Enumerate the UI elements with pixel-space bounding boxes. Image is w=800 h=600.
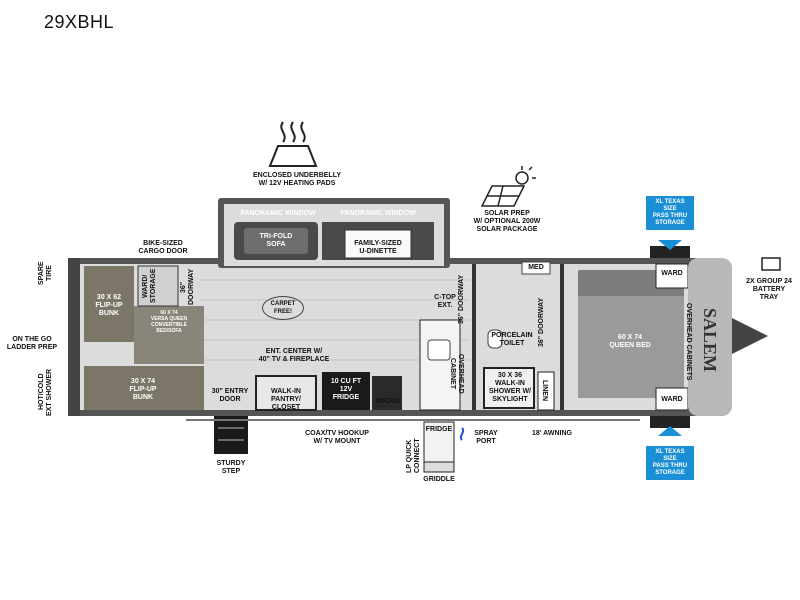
panoramic-window-right: PANORAMIC WINDOW xyxy=(340,210,416,217)
ext-fridge-box xyxy=(423,421,455,463)
carpet-free-badge: CARPET FREE! xyxy=(262,296,304,320)
front-cap xyxy=(688,258,732,416)
battery-label: 2X GROUP 24 BATTERY TRAY xyxy=(746,278,792,301)
ward-top-label: WARD xyxy=(661,270,683,277)
heat-icon xyxy=(268,121,318,167)
solar-panel-icon xyxy=(480,166,536,207)
upper-bunk xyxy=(84,266,134,342)
entry-door-label: 30" ENTRY DOOR xyxy=(211,388,249,403)
lower-bunk-label: 30 X 74 FLIP-UP BUNK xyxy=(129,378,157,401)
doorway-36-mid-label: 36" DOORWAY xyxy=(458,274,465,324)
ext-fridge-label: FRIDGE xyxy=(425,426,453,433)
fridge-box xyxy=(322,372,370,410)
awning-label: 18' AWNING xyxy=(532,430,572,437)
bath-wall xyxy=(472,264,476,410)
underbelly-label: ENCLOSED UNDERBELLY W/ 12V HEATING PADS xyxy=(252,172,342,187)
med-cabinet xyxy=(521,261,551,275)
sink xyxy=(427,339,451,361)
upper-bunk-label: 30 X 62 FLIP-UP BUNK xyxy=(95,294,123,317)
pass-thru-bottom-arrow xyxy=(658,426,682,436)
doorway-36-right-label: 36" DOORWAY xyxy=(538,297,545,347)
ladder-label: ON THE GO LADDER PREP xyxy=(6,336,58,351)
pass-thru-top-arrow xyxy=(658,240,682,250)
dinette-label: FAMILY-SIZED U-DINETTE xyxy=(354,240,402,255)
brand-logo: SALEM xyxy=(700,307,720,372)
hose-icon xyxy=(459,427,465,441)
micro-box xyxy=(372,376,402,410)
ent-center-label: ENT. CENTER W/ 40" TV & FIREPLACE xyxy=(258,348,330,363)
rear-wall xyxy=(68,258,80,416)
queen-bed-top xyxy=(578,296,684,398)
griddle-box xyxy=(423,461,455,473)
pass-thru-top-marker xyxy=(650,246,690,258)
versa-bed-label: 60 X 74 VERSA QUEEN CONVERTIBLE BED/SOFA xyxy=(150,310,188,334)
ward-storage-box xyxy=(137,265,179,307)
panoramic-window-left: PANORAMIC WINDOW xyxy=(240,210,316,217)
doorway-36-left-label: 36" DOORWAY xyxy=(180,268,195,306)
overhead-cabinets-label: OVERHEAD CABINETS xyxy=(685,303,692,381)
step-label: STURDY STEP xyxy=(216,460,246,475)
battery-icon xyxy=(761,257,781,271)
shower-box xyxy=(483,367,535,409)
bedroom-wall xyxy=(560,264,564,410)
micro-label: MICRO xyxy=(376,398,400,405)
c-top-label: C-TOP EXT. xyxy=(434,294,456,309)
ext-shower-label: HOT/COLD EXT SHOWER xyxy=(38,368,53,416)
linen-box xyxy=(537,371,555,411)
model-name: 29XBHL xyxy=(44,12,115,32)
entry-steps xyxy=(214,416,248,454)
fridge-label: 10 CU FT 12V FRIDGE xyxy=(330,378,362,401)
shower-label: 30 X 36 WALK-IN SHOWER W/ SKYLIGHT xyxy=(489,372,531,403)
pantry-box xyxy=(255,375,317,411)
xl-pass-thru-top-tag: XL TEXAS SIZE PASS THRU STORAGE xyxy=(646,196,694,230)
lower-bunk xyxy=(84,366,204,410)
versa-bed xyxy=(134,306,204,364)
griddle-label: GRIDDLE xyxy=(423,476,455,483)
solar-label: SOLAR PREP W/ OPTIONAL 200W SOLAR PACKAG… xyxy=(473,210,541,233)
ward-top-box xyxy=(655,263,689,289)
pantry-label: WALK-IN PANTRY/ CLOSET xyxy=(271,388,301,411)
queen-bed-label: 60 X 74 QUEEN BED xyxy=(609,334,651,349)
ward-storage-label: WARD/ STORAGE xyxy=(142,268,157,304)
xl-pass-thru-bottom-tag: XL TEXAS SIZE PASS THRU STORAGE xyxy=(646,446,694,480)
sofa-label: TRI-FOLD SOFA xyxy=(259,233,293,248)
coax-label: COAX/TV HOOKUP W/ TV MOUNT xyxy=(305,430,369,445)
toilet-shape xyxy=(487,329,503,349)
pass-thru-bottom-marker xyxy=(650,416,690,428)
spare-tire-label: SPARE TIRE xyxy=(38,261,53,285)
toilet-label: PORCELAIN TOILET xyxy=(491,332,533,347)
spray-port-label: SPRAY PORT xyxy=(474,430,498,445)
linen-label: LINEN xyxy=(541,379,548,401)
hitch xyxy=(732,318,768,354)
ward-bottom-label: WARD xyxy=(661,396,683,403)
sofa-cushion xyxy=(244,228,308,254)
overhead-cabinet-label: OVERHEAD CABINET xyxy=(449,354,464,394)
dinette-table xyxy=(344,229,412,259)
med-label: MED xyxy=(528,264,544,271)
counter xyxy=(419,319,461,411)
bike-door-label: BIKE-SIZED CARGO DOOR xyxy=(138,240,188,255)
